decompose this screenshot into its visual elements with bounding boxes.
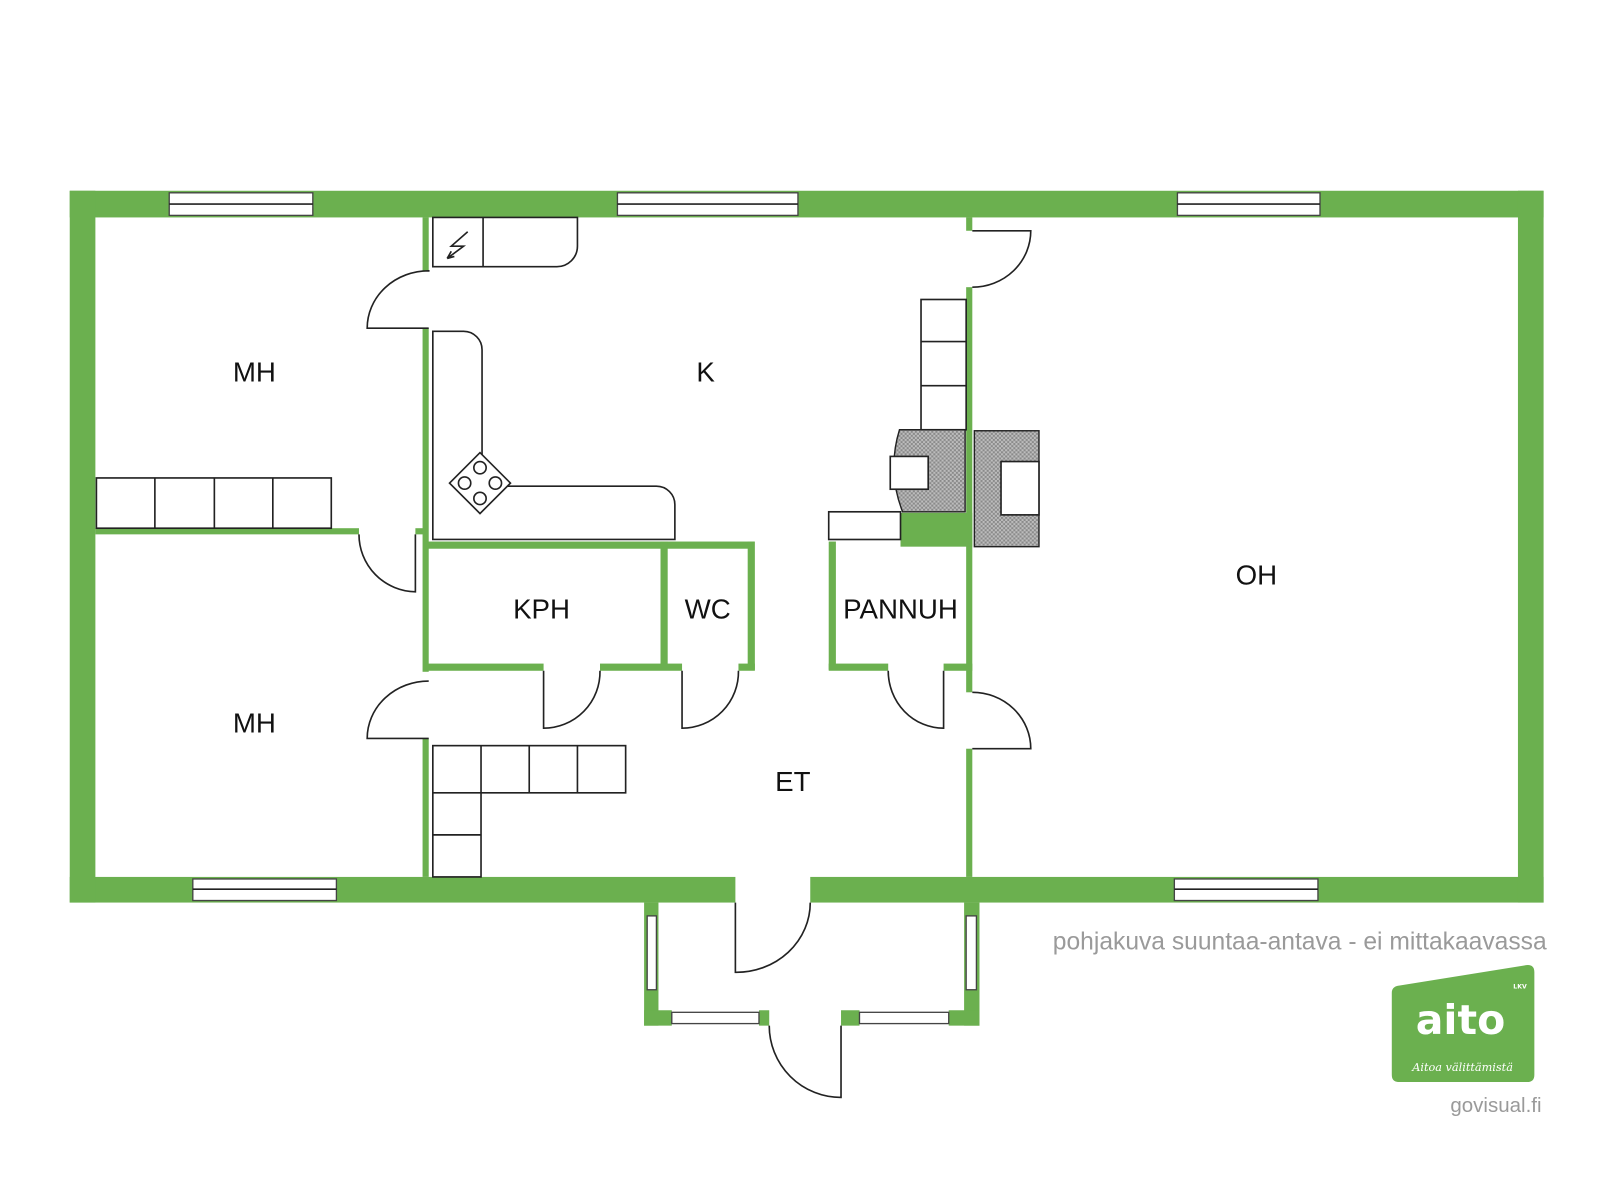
- doors: [358, 229, 1032, 1099]
- furniture: [95, 216, 1040, 878]
- room-label-mh-top: MH: [233, 357, 276, 388]
- inner-walls: [95, 217, 980, 1026]
- disclaimer-caption: pohjakuva suuntaa-antava - ei mittakaava…: [1053, 929, 1547, 956]
- stove-icon: [448, 451, 512, 515]
- room-label-bathroom: KPH: [513, 593, 570, 624]
- svg-text:LKV: LKV: [1513, 984, 1527, 991]
- electric-icon: [446, 231, 469, 260]
- room-label-kitchen: K: [696, 357, 715, 388]
- room-label-hall: ET: [775, 766, 810, 797]
- room-label-boiler-room: PANNUH: [843, 593, 958, 624]
- room-label-mh-bottom: MH: [233, 707, 276, 738]
- svg-text:Aitoa välittämistä: Aitoa välittämistä: [1411, 1061, 1513, 1074]
- room-label-wc: WC: [685, 593, 731, 624]
- windows: [168, 192, 1321, 902]
- credit-text: govisual.fi: [1450, 1094, 1541, 1117]
- room-label-living-room: OH: [1236, 560, 1278, 591]
- svg-text:aito: aito: [1416, 996, 1506, 1044]
- aito-logo: LKV aito Aitoa välittämistä: [1391, 965, 1535, 1083]
